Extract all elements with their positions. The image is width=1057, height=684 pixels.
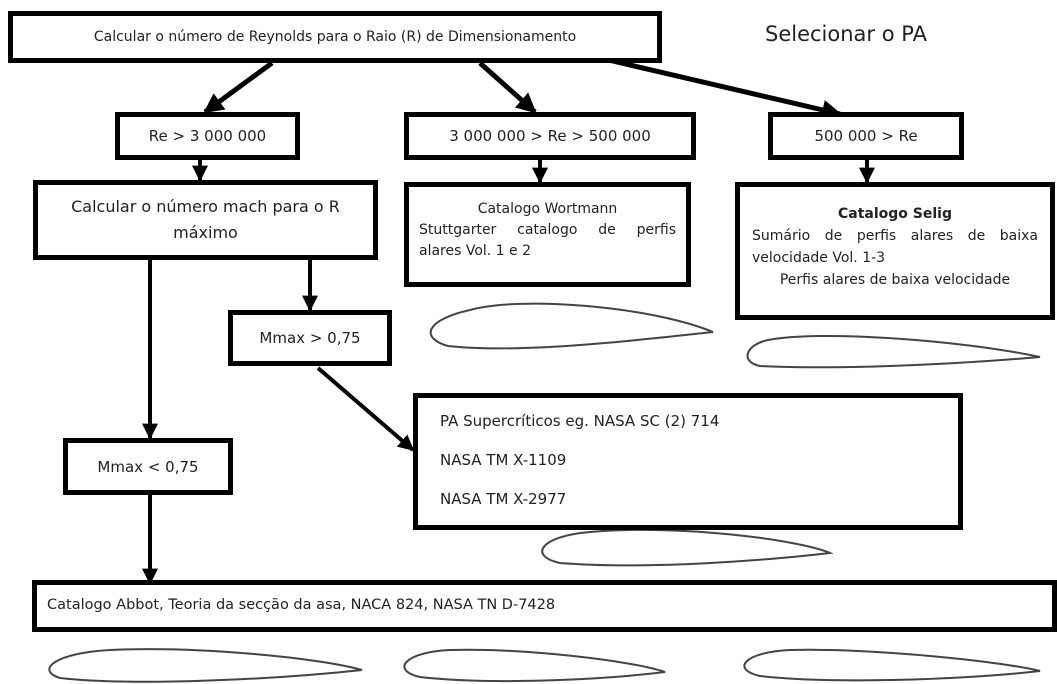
wortmann-line3: alares Vol. 1 e 2 <box>419 243 532 259</box>
arrow-to-re-low <box>599 55 842 120</box>
reynolds-text: Calcular o número de Reynolds para o Rai… <box>93 29 577 45</box>
mmax-gt-box: Mmax > 0,75 <box>228 310 392 366</box>
selig-line2: velocidade Vol. 1-3 <box>752 250 886 266</box>
airfoil-abbot-3 <box>743 648 1041 682</box>
mach-text: Calcular o número mach para o R máximo <box>71 197 340 242</box>
supercritical-line2: NASA TM X-1109 <box>440 451 567 469</box>
wortmann-box: Catalogo Wortmann Stuttgarter catalogo d… <box>404 182 691 287</box>
airfoil-supercritical <box>541 528 834 567</box>
re-high-text: Re > 3 000 000 <box>148 127 267 145</box>
arrow-to-supercritical <box>316 366 415 452</box>
re-low-box: 500 000 > Re <box>768 112 964 160</box>
airfoil-abbot-1 <box>48 648 363 683</box>
wortmann-line2: Stuttgarter catalogo de perfis <box>419 222 676 238</box>
abbot-box: Catalogo Abbot, Teoria da secção da asa,… <box>32 580 1057 632</box>
arrow-to-re-high <box>203 60 274 115</box>
page-title: Selecionar o PA <box>765 22 927 46</box>
supercritical-line3: NASA TM X-2977 <box>440 490 567 508</box>
re-mid-box: 3 000 000 > Re > 500 000 <box>404 112 696 160</box>
supercritical-line1: PA Supercríticos eg. NASA SC (2) 714 <box>440 412 720 430</box>
selig-heading: Catalogo Selig <box>838 206 952 222</box>
supercritical-box: PA Supercríticos eg. NASA SC (2) 714 NAS… <box>413 393 963 530</box>
re-mid-text: 3 000 000 > Re > 500 000 <box>449 127 651 145</box>
mmax-lt-text: Mmax < 0,75 <box>97 457 199 476</box>
selig-box: Catalogo Selig Sumário de perfis alares … <box>735 182 1055 320</box>
airfoil-selig <box>746 335 1041 369</box>
mmax-gt-text: Mmax > 0,75 <box>259 329 361 347</box>
mmax-lt-box: Mmax < 0,75 <box>63 438 233 495</box>
wortmann-line1: Catalogo Wortmann <box>477 201 618 217</box>
airfoil-wortmann <box>429 302 714 350</box>
selig-line3: Perfis alares de baixa velocidade <box>779 272 1011 288</box>
arrow-to-re-mid <box>478 61 537 114</box>
reynolds-box: Calcular o número de Reynolds para o Rai… <box>8 11 662 63</box>
airfoil-abbot-2 <box>403 648 666 683</box>
abbot-text: Catalogo Abbot, Teoria da secção da asa,… <box>47 597 556 613</box>
re-high-box: Re > 3 000 000 <box>115 112 300 160</box>
re-low-text: 500 000 > Re <box>814 127 918 145</box>
selig-line1: Sumário de perfis alares de baixa <box>752 228 1038 244</box>
mach-box: Calcular o número mach para o R máximo <box>33 180 378 260</box>
